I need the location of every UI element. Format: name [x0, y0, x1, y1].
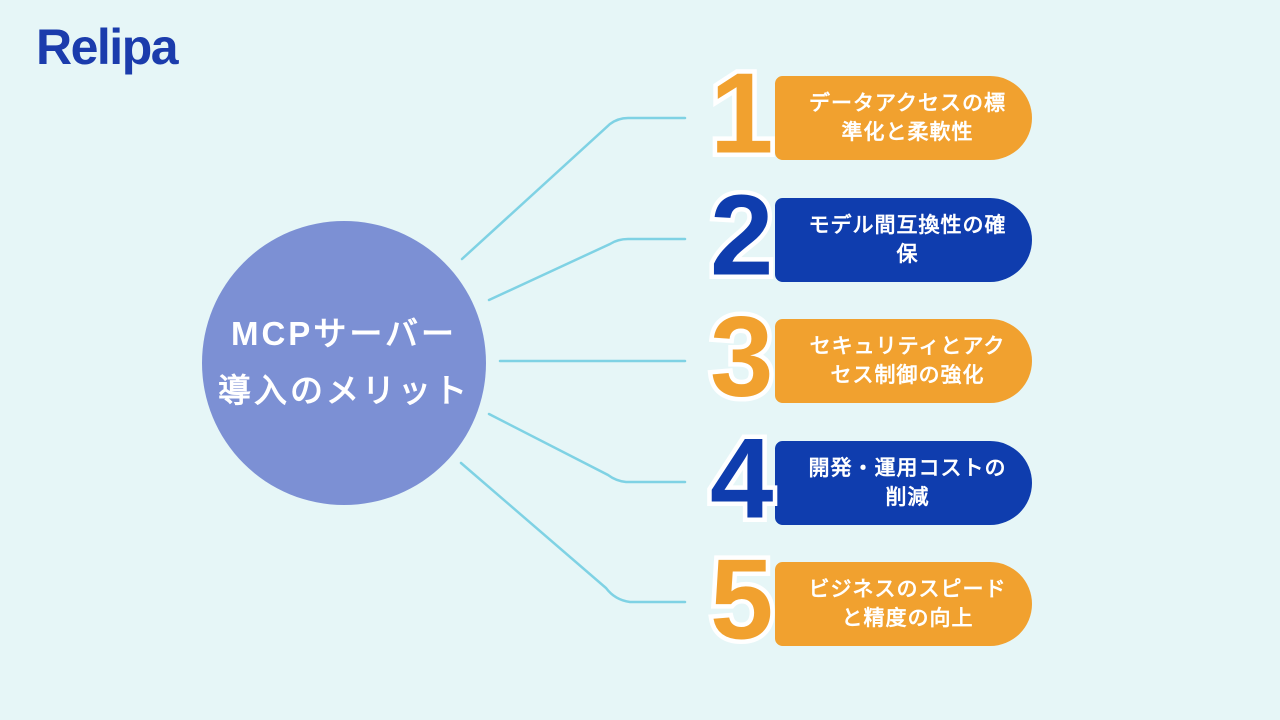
benefit-number-4: 4 4 — [705, 415, 777, 543]
connector-line-5 — [459, 461, 687, 604]
center-title-line-2: 導入のメリット — [218, 372, 470, 409]
benefit-pill-4: 開発・運用コストの 削減 — [775, 441, 1032, 525]
logo: Relipa — [36, 18, 179, 76]
benefit-label-1: データアクセスの標 準化と柔軟性 — [809, 92, 1006, 144]
center-circle: MCPサーバー 導入のメリット — [202, 221, 486, 505]
center-title-line-1: MCPサーバー — [230, 315, 457, 353]
benefit-label-4: 開発・運用コストの 削減 — [808, 457, 1007, 509]
benefit-number-3: 3 3 — [705, 293, 777, 421]
benefit-pill-2: モデル間互換性の確 保 — [775, 198, 1032, 282]
benefit-row-1: データアクセスの標 準化と柔軟性 1 1 — [705, 53, 1035, 176]
benefit-row-2: モデル間互換性の確 保 2 2 — [705, 175, 1035, 298]
benefit-pill-1: データアクセスの標 準化と柔軟性 — [775, 76, 1032, 160]
benefit-row-4: 開発・運用コストの 削減 4 4 — [705, 418, 1035, 541]
benefit-number-2: 2 2 — [705, 172, 777, 300]
benefit-pill-3: セキュリティとアク セス制御の強化 — [775, 319, 1032, 403]
benefit-pill-5: ビジネスのスピード と精度の向上 — [775, 562, 1032, 646]
benefit-number-1: 1 1 — [705, 50, 777, 178]
benefit-label-3: セキュリティとアク セス制御の強化 — [809, 335, 1006, 387]
benefit-row-5: ビジネスのスピード と精度の向上 5 5 — [705, 539, 1035, 662]
logo-text: Relipa — [36, 19, 179, 75]
benefit-label-2: モデル間互換性の確 保 — [808, 214, 1007, 266]
connector-line-1 — [460, 116, 687, 261]
benefit-row-3: セキュリティとアク セス制御の強化 3 3 — [705, 296, 1035, 419]
benefit-number-5: 5 5 — [705, 536, 777, 664]
benefit-label-5: ビジネスのスピード と精度の向上 — [808, 578, 1007, 630]
connector-line-2 — [487, 237, 687, 302]
connector-line-4 — [487, 412, 687, 484]
